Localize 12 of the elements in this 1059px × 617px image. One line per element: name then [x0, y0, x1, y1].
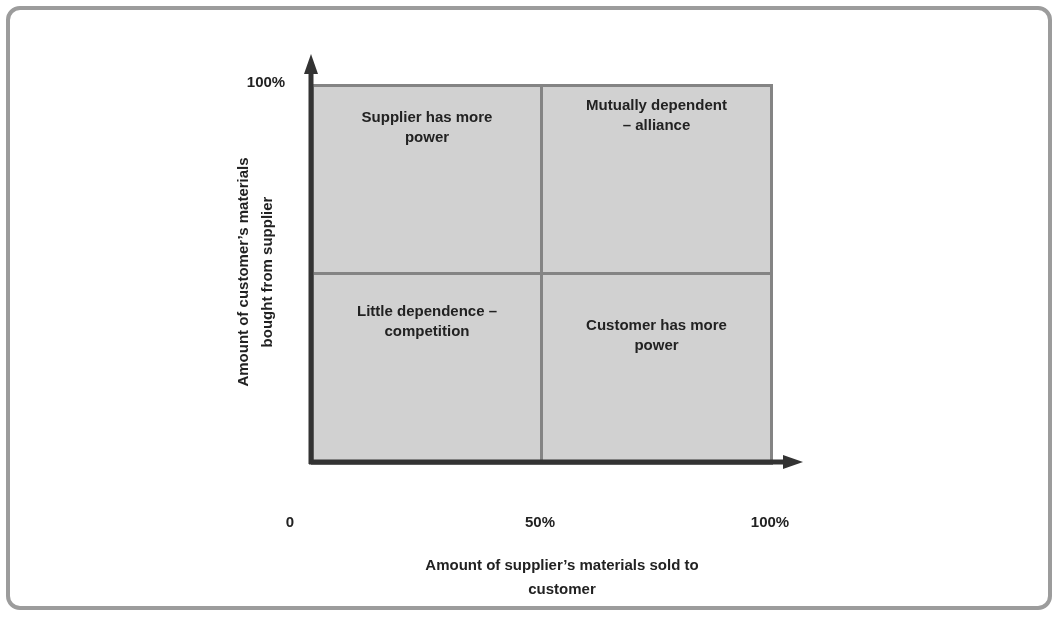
axis-title: Amount of supplier’s materials sold to customer	[424, 555, 700, 599]
axis-title: Amount of customer’s materials bought from supplier	[233, 156, 276, 389]
quadrant-box	[311, 84, 543, 275]
axis-tick-label: 100%	[245, 72, 287, 92]
quadrant-text: Little dependence – competition	[355, 301, 498, 341]
axis-tick-label: 100%	[749, 512, 791, 532]
quadrant-text: Supplier has more power	[360, 107, 494, 147]
axis-tick-label: 50%	[524, 512, 556, 532]
quadrant-text: Customer has more power	[585, 315, 728, 355]
quadrant-text: Mutually dependent – alliance	[585, 95, 728, 135]
axis-tick-label: 0	[284, 512, 296, 532]
quadrant-box	[540, 84, 773, 275]
